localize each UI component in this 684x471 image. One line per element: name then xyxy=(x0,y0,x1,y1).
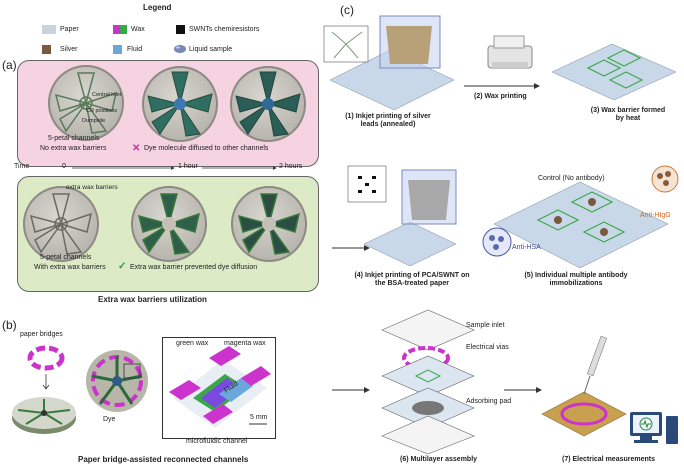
step7-arrow-in xyxy=(504,387,542,393)
anti-higg-bubble xyxy=(651,165,679,193)
printer-icon xyxy=(487,35,533,69)
sample-inlet-label: Sample inlet xyxy=(466,322,505,329)
zoom-channel-illustration xyxy=(169,346,271,428)
petal-channels-top-1 xyxy=(147,71,213,137)
paper-swatch xyxy=(42,25,56,34)
step2-arrow xyxy=(464,83,540,89)
time-arrows xyxy=(72,166,277,170)
anti-hsa-label: Anti-HSA xyxy=(512,244,541,251)
time-1-label: 1 hour xyxy=(178,163,198,170)
step2-label: (2) Wax printing xyxy=(474,93,527,100)
adsorbing-pad-label: Adsorbing pad xyxy=(466,398,512,405)
step1-label: (1) Inkjet printing of silver leads (ann… xyxy=(345,113,431,128)
step7-label: (7) Electrical measurements xyxy=(562,456,655,463)
cr-positions-label: CR positions xyxy=(86,108,118,114)
petal-label-bottom: 5-petal channels xyxy=(40,254,92,261)
no-barriers-label: No extra wax barriers xyxy=(40,145,107,152)
panel-b-caption: Paper bridge-assisted reconnected channe… xyxy=(78,455,249,464)
cross-icon: ✕ xyxy=(132,143,141,154)
paper-bridges-illustration xyxy=(27,345,65,371)
legend-wax-label: Wax xyxy=(131,26,145,33)
step6-illustration xyxy=(381,309,475,454)
assembled-disc xyxy=(86,350,148,412)
panel-a-caption: Extra wax barriers utilization xyxy=(98,295,207,304)
petal-label-top: 5-petal channels xyxy=(48,135,100,142)
with-barriers-label: With extra wax barriers xyxy=(34,264,106,271)
step4-illustration xyxy=(347,165,457,267)
legend-paper-label: Paper xyxy=(60,26,79,33)
anti-higg-label: Anti-HIgG xyxy=(640,212,671,219)
time-2-label: 2 hours xyxy=(279,163,303,170)
anti-hsa-bubble xyxy=(482,227,512,257)
panel-a-letter: (a) xyxy=(2,58,17,72)
time-0-label: 0 xyxy=(62,163,66,170)
step6-label: (6) Multilayer assembly xyxy=(400,456,478,463)
control-label: Control (No antibody) xyxy=(538,175,605,182)
step4-label: (4) Inkjet printing of PCA/SWNT on the B… xyxy=(354,272,470,287)
step3-label: (3) Wax barrier formed by heat xyxy=(590,107,666,122)
step4-arrow-in xyxy=(332,245,370,251)
fluid-swatch xyxy=(113,45,122,54)
step6-arrow-in xyxy=(332,387,370,393)
scale-label: 5 mm xyxy=(250,414,268,421)
legend-title: Legend xyxy=(143,3,172,12)
liquid-sample-icon xyxy=(174,45,186,53)
panel-b-letter: (b) xyxy=(2,318,17,332)
legend-swnt-label: SWNTs chemiresistors xyxy=(189,26,260,33)
magenta-wax-label: magenta wax xyxy=(224,340,266,347)
wax-swatch xyxy=(113,25,120,34)
petal-channels-bottom-0 xyxy=(29,193,93,255)
legend-fluid-label: Fluid xyxy=(127,46,143,53)
prevented-label: Extra wax barrier prevented dye diffusio… xyxy=(130,264,258,271)
petal-channels-top-2 xyxy=(235,71,301,137)
extra-barriers-label: extra wax barriers xyxy=(66,184,118,191)
dumpsite-label: Dumpsite xyxy=(82,118,106,124)
electrical-vias-label: Electrical vias xyxy=(466,344,509,351)
step5-illustration xyxy=(493,181,669,269)
microfluidic-label: microfluidic channel xyxy=(186,438,248,445)
wax-swatch-green xyxy=(120,25,127,34)
paper-bridges-label: paper bridges xyxy=(20,331,63,338)
swnt-swatch xyxy=(176,25,185,34)
step7-chip-illustration xyxy=(541,335,627,437)
petal-channels-bottom-2 xyxy=(237,193,301,255)
panel-c-letter: (c) xyxy=(340,3,354,17)
legend-silver-label: Silver xyxy=(60,46,78,53)
bridge-arrow xyxy=(42,374,50,390)
legend-liquid-label: Liquid sample xyxy=(189,46,233,53)
check-icon: ✓ xyxy=(118,261,127,272)
step1-illustration xyxy=(323,15,455,110)
step3-illustration xyxy=(551,43,677,101)
bottom-disc-illustration xyxy=(12,397,76,434)
computer-icon xyxy=(630,412,678,444)
silver-swatch xyxy=(42,45,51,54)
green-wax-label: green wax xyxy=(176,340,209,347)
petal-channels-top-0 xyxy=(54,72,118,134)
petal-channels-bottom-1 xyxy=(137,193,201,255)
time-label: Time xyxy=(14,163,30,170)
step5-label: (5) Individual multiple antibody immobil… xyxy=(524,272,628,287)
central-inlet-label: Central inlet xyxy=(92,92,122,98)
dye-label: Dye xyxy=(103,416,116,423)
diffused-label: Dye molecule diffused to other channels xyxy=(144,145,269,152)
